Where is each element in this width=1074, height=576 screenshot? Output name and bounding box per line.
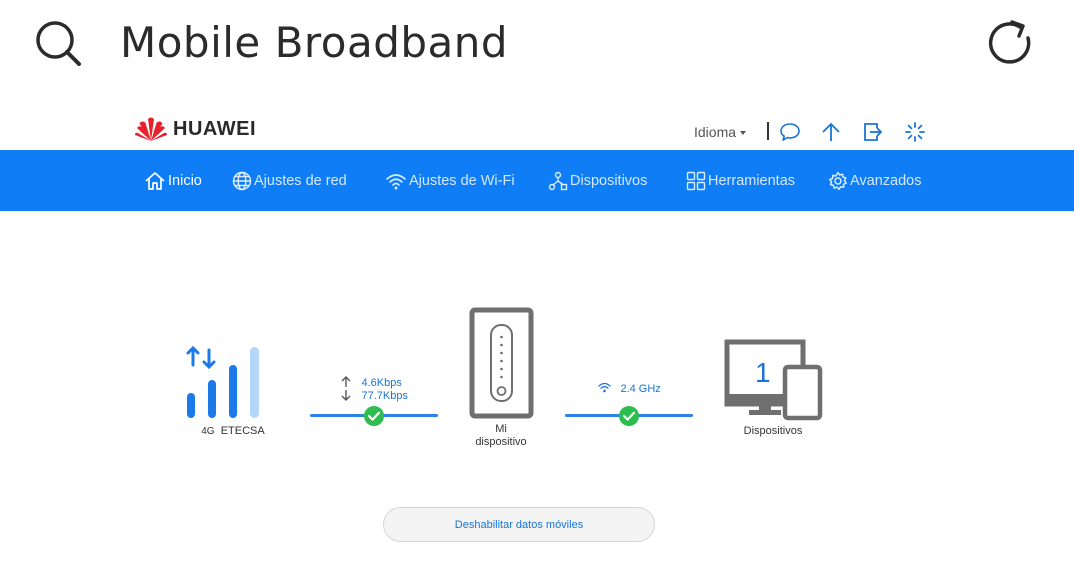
gear-icon [829, 171, 848, 190]
router-caption: Mi dispositivo [462, 423, 540, 449]
refresh-button[interactable] [984, 18, 1036, 68]
device-count: 1 [755, 357, 771, 388]
wifi-icon [386, 173, 406, 189]
globe-icon [232, 171, 252, 190]
main-nav: Inicio Ajustes de red Ajustes de Wi-Fi [0, 150, 1074, 211]
chat-icon [780, 123, 800, 141]
header-divider [767, 122, 769, 140]
language-dropdown[interactable]: Idioma [694, 124, 747, 140]
brand-name: HUAWEI [173, 117, 256, 140]
nav-label: Ajustes de Wi-Fi [409, 172, 515, 189]
operator-caption: 4G ETECSA [198, 425, 268, 438]
router-label-line1: Mi [495, 423, 507, 435]
network-devices-icon [548, 171, 568, 190]
check-circle-icon [619, 406, 639, 426]
home-icon [145, 171, 165, 190]
router-device[interactable] [469, 307, 534, 419]
chat-button[interactable] [779, 121, 801, 143]
huawei-flower-icon [135, 117, 167, 141]
disable-mobile-data-button[interactable]: Deshabilitar datos móviles [383, 507, 655, 542]
search-icon [36, 21, 81, 66]
upload-rate: 4.6Kbps [361, 377, 402, 389]
connected-devices[interactable] [723, 339, 823, 421]
nav-item-dispositivos[interactable]: Dispositivos [548, 150, 647, 211]
tools-grid-icon [686, 171, 706, 190]
refresh-icon [988, 20, 1031, 64]
nav-label: Avanzados [850, 172, 922, 189]
check-circle-icon [364, 406, 384, 426]
nav-item-ajustes-wifi[interactable]: Ajustes de Wi-Fi [385, 150, 515, 211]
wan-ok-badge [364, 406, 384, 426]
nav-label: Herramientas [708, 172, 796, 189]
down-arrow-icon [341, 389, 351, 401]
loading-spinner-icon [905, 122, 925, 142]
huawei-logo: HUAWEI [134, 114, 256, 144]
nav-label: Inicio [168, 172, 202, 189]
nav-item-avanzados[interactable]: Avanzados [828, 150, 921, 211]
download-rate: 77.7Kbps [361, 390, 408, 402]
up-arrow-icon [341, 375, 351, 387]
language-label: Idioma [694, 124, 737, 140]
signal-strength [184, 345, 280, 419]
wifi-ok-badge [619, 406, 639, 426]
loading-button[interactable] [904, 121, 926, 143]
nav-item-herramientas[interactable]: Herramientas [686, 150, 795, 211]
network-type: 4G [201, 426, 215, 437]
caret-down-icon [740, 131, 747, 136]
upload-rate-row: 4.6Kbps [340, 373, 402, 391]
search-button[interactable] [30, 18, 84, 68]
wifi-small-icon [598, 383, 611, 393]
devices-icon [724, 339, 823, 421]
nav-item-inicio[interactable]: Inicio [144, 150, 202, 211]
logout-button[interactable] [862, 121, 884, 143]
wifi-band: 2.4 GHz [620, 383, 661, 395]
wifi-band-row: 2.4 GHz [598, 379, 661, 397]
devices-caption: Dispositivos [743, 425, 803, 437]
page-title: Mobile Broadband [120, 18, 509, 67]
logout-icon [864, 123, 883, 141]
upload-arrow-icon [822, 122, 840, 141]
nav-label: Dispositivos [570, 172, 648, 189]
download-rate-row: 77.7Kbps [340, 386, 408, 404]
nav-item-ajustes-red[interactable]: Ajustes de red [232, 150, 347, 211]
operator-name: ETECSA [220, 425, 265, 437]
router-icon [469, 307, 534, 419]
nav-label: Ajustes de red [254, 172, 347, 189]
signal-bars-icon [186, 345, 259, 418]
update-button[interactable] [820, 121, 842, 143]
router-label-line2: dispositivo [475, 436, 527, 448]
